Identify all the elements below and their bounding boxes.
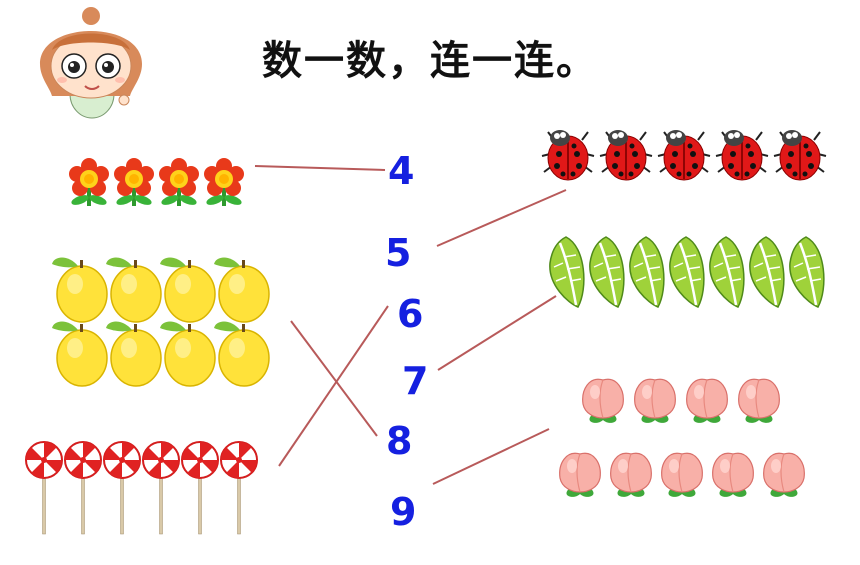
leaf-icon (748, 235, 786, 309)
link-ladybugs-5 (436, 189, 567, 247)
link-leaves-7 (437, 295, 557, 371)
ladybug-icon (541, 129, 595, 181)
peach-icon (559, 452, 601, 498)
peach-icon (686, 378, 728, 424)
lemon-icon (213, 256, 270, 323)
girl-avatar-icon (40, 7, 142, 119)
lollipop-icon (103, 441, 141, 535)
peach-icon (738, 378, 780, 424)
flower-icon (114, 158, 154, 207)
lemon-icon (51, 256, 108, 323)
flower-icon (204, 158, 244, 207)
lemon-group[interactable] (51, 256, 270, 387)
link-flowers-4 (254, 165, 386, 171)
lemon-icon (105, 320, 162, 387)
lollipop-icon (25, 441, 63, 535)
flower-icon (69, 158, 109, 207)
flower-icon (159, 158, 199, 207)
connection-lines (254, 165, 567, 485)
peach-icon (582, 378, 624, 424)
ladybug-icon (657, 129, 711, 181)
peach-icon (763, 452, 805, 498)
ladybug-group[interactable] (541, 129, 827, 181)
number-7[interactable]: 7 (402, 359, 429, 403)
leaf-icon (708, 235, 746, 309)
ladybug-icon (599, 129, 653, 181)
ladybug-icon (715, 129, 769, 181)
link-peaches-9 (432, 428, 550, 485)
peach-icon (610, 452, 652, 498)
lollipop-group[interactable] (25, 441, 258, 535)
page-title: 数一数，连一连。 (262, 38, 598, 84)
peach-icon (634, 378, 676, 424)
lollipop-icon (220, 441, 258, 535)
lemon-icon (51, 320, 108, 387)
ladybug-icon (773, 129, 827, 181)
flower-group[interactable] (69, 158, 244, 207)
number-6[interactable]: 6 (397, 292, 424, 336)
lemon-icon (159, 320, 216, 387)
peach-icon (712, 452, 754, 498)
lemon-icon (213, 320, 270, 387)
leaf-icon (668, 235, 706, 309)
number-9[interactable]: 9 (390, 490, 417, 534)
leaf-group[interactable] (548, 235, 826, 309)
lollipop-icon (64, 441, 102, 535)
number-4[interactable]: 4 (388, 149, 415, 193)
leaf-icon (588, 235, 626, 309)
lollipop-icon (181, 441, 219, 535)
leaf-icon (628, 235, 666, 309)
peach-group[interactable] (559, 378, 805, 498)
lemon-icon (105, 256, 162, 323)
link-lemons-8 (290, 320, 378, 437)
number-8[interactable]: 8 (386, 419, 413, 463)
lollipop-icon (142, 441, 180, 535)
link-lollipops-6 (278, 305, 389, 467)
lemon-icon (159, 256, 216, 323)
leaf-icon (788, 235, 826, 309)
peach-icon (661, 452, 703, 498)
number-5[interactable]: 5 (385, 231, 412, 275)
